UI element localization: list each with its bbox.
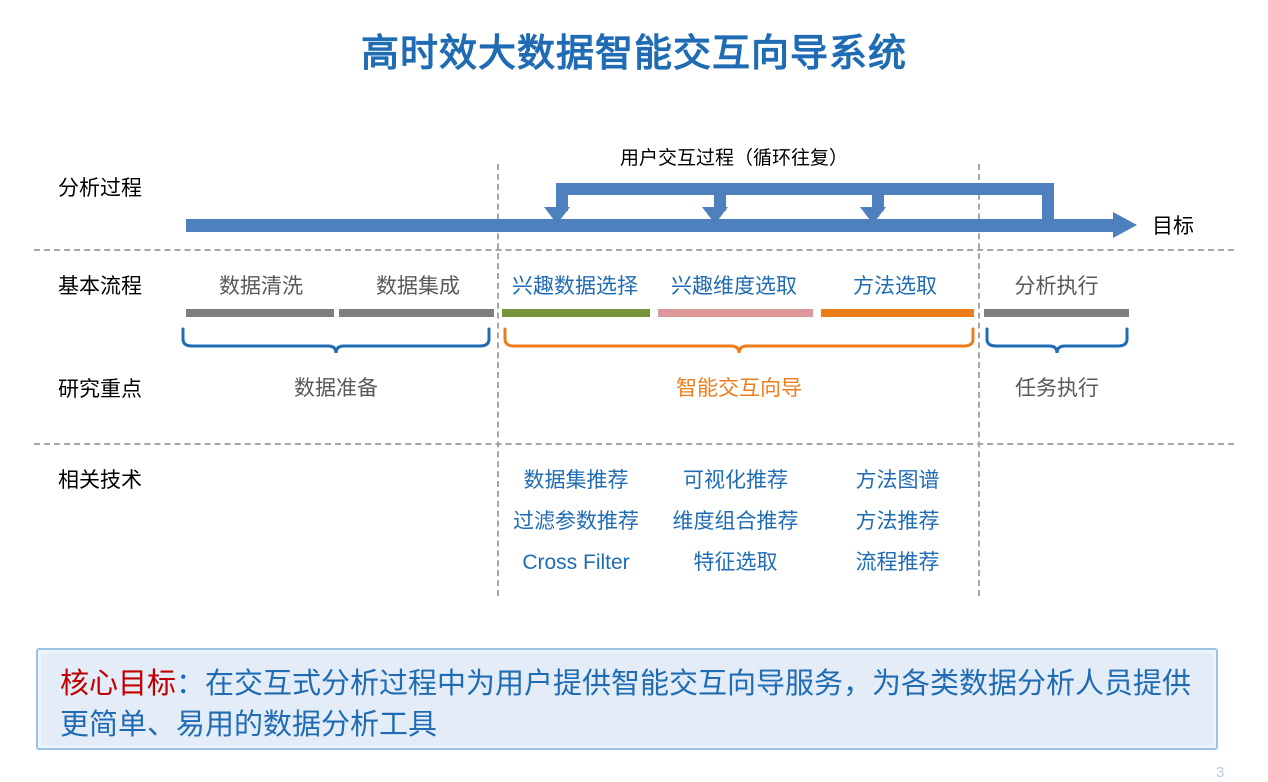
tech-item: 维度组合推荐 bbox=[672, 510, 799, 533]
phase-divider-right bbox=[978, 164, 980, 596]
feedback-loop-bar bbox=[556, 183, 1054, 195]
stage-label-method-select: 方法选取 bbox=[853, 275, 937, 298]
focus-label-task-execution: 任务执行 bbox=[1015, 377, 1099, 400]
stage-label-interest-data-select: 兴趣数据选择 bbox=[512, 275, 638, 298]
brace-data-preparation bbox=[180, 327, 492, 355]
tech-item: 流程推荐 bbox=[855, 551, 940, 574]
tech-column-method: 方法图谱 方法推荐 流程推荐 bbox=[821, 460, 974, 583]
goal-label: 目标 bbox=[1152, 215, 1194, 238]
tech-column-data: 数据集推荐 过滤参数推荐 Cross Filter bbox=[502, 460, 650, 583]
tech-item: 方法图谱 bbox=[855, 469, 940, 492]
brace-intelligent-guidance bbox=[502, 327, 976, 355]
row-separator-bottom bbox=[34, 443, 1234, 445]
stage-bar-data-integration bbox=[339, 309, 494, 317]
tech-item: 过滤参数推荐 bbox=[513, 510, 639, 533]
row-label-research-focus: 研究重点 bbox=[58, 378, 142, 401]
stage-bar-data-cleaning bbox=[186, 309, 334, 317]
tech-item: 方法推荐 bbox=[855, 510, 940, 533]
row-label-basic-flow: 基本流程 bbox=[58, 275, 142, 298]
loop-branch-arrow-2 bbox=[702, 207, 728, 224]
row-separator-top bbox=[34, 249, 1234, 251]
stage-bar-method-select bbox=[821, 309, 974, 317]
stage-bar-interest-data-select bbox=[502, 309, 650, 317]
loop-branch-stem-1 bbox=[556, 189, 568, 211]
tech-item: 特征选取 bbox=[693, 551, 778, 574]
row-label-analysis-process: 分析过程 bbox=[58, 177, 142, 200]
timeline-arrow-shaft bbox=[186, 219, 1116, 232]
brace-task-execution bbox=[984, 327, 1130, 355]
timeline-arrow-head bbox=[1113, 212, 1137, 238]
loop-branch-arrow-3 bbox=[860, 207, 886, 224]
tech-item: 可视化推荐 bbox=[683, 469, 788, 492]
loop-branch-stem-3 bbox=[872, 189, 884, 211]
core-goal-body: ：在交互式分析过程中为用户提供智能交互向导服务，为各类数据分析人员提供更简单、易… bbox=[60, 668, 1192, 741]
stage-label-data-cleaning: 数据清洗 bbox=[219, 275, 303, 298]
stage-label-interest-dim-select: 兴趣维度选取 bbox=[671, 275, 797, 298]
focus-label-data-preparation: 数据准备 bbox=[294, 377, 378, 400]
stage-label-analysis-exec: 分析执行 bbox=[1014, 275, 1099, 298]
core-goal-text: 核心目标：在交互式分析过程中为用户提供智能交互向导服务，为各类数据分析人员提供更… bbox=[60, 664, 1206, 746]
focus-label-intelligent-guidance: 智能交互向导 bbox=[676, 377, 802, 400]
page-title: 高时效大数据智能交互向导系统 bbox=[360, 33, 907, 75]
tech-item: 数据集推荐 bbox=[523, 469, 629, 492]
tech-column-dimension: 可视化推荐 维度组合推荐 特征选取 bbox=[658, 460, 813, 583]
row-label-related-tech: 相关技术 bbox=[58, 469, 142, 492]
stage-bar-analysis-exec bbox=[984, 309, 1129, 317]
loop-branch-arrow-1 bbox=[544, 207, 570, 224]
loop-caption: 用户交互过程（循环往复） bbox=[620, 148, 849, 169]
feedback-loop-riser bbox=[1042, 183, 1054, 225]
core-goal-callout: 核心目标：在交互式分析过程中为用户提供智能交互向导服务，为各类数据分析人员提供更… bbox=[36, 648, 1218, 750]
phase-divider-left bbox=[497, 164, 499, 596]
page-number: 3 bbox=[1216, 764, 1225, 781]
tech-item: Cross Filter bbox=[522, 551, 630, 574]
core-goal-keyword: 核心目标 bbox=[60, 668, 177, 700]
stage-bar-interest-dim-select bbox=[658, 309, 813, 317]
loop-branch-stem-2 bbox=[714, 189, 726, 211]
stage-label-data-integration: 数据集成 bbox=[376, 275, 460, 298]
